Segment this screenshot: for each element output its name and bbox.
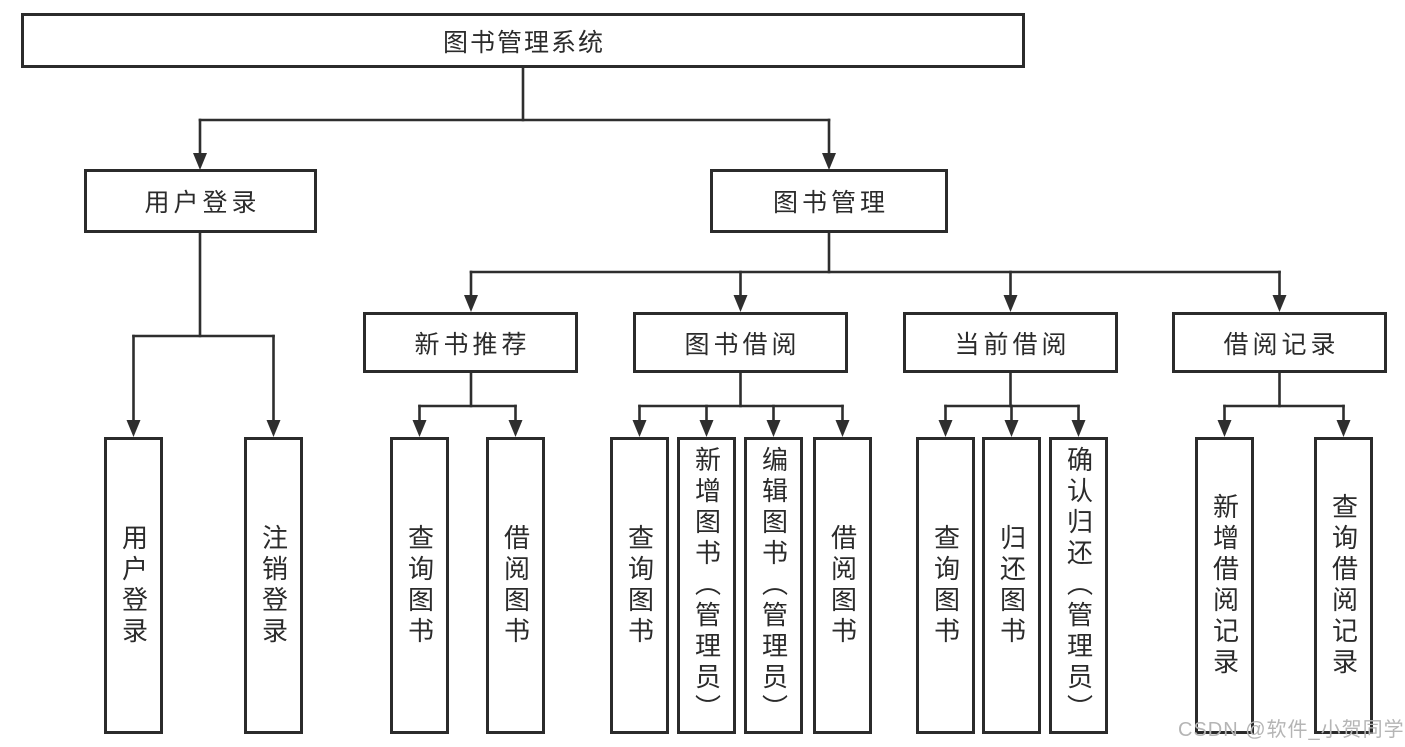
edge-arrowhead xyxy=(126,420,141,437)
edge-arrowhead xyxy=(508,420,523,437)
edge-arrowhead xyxy=(266,420,281,437)
leaf-add-book-admin: 新增图书（管理员） xyxy=(677,437,736,734)
node-label: 当前借阅 xyxy=(954,330,1071,359)
node-label: 图书管理 xyxy=(772,189,889,217)
edge-arrowhead xyxy=(1272,295,1287,312)
leaf-edit-book-admin: 编辑图书（管理员） xyxy=(744,437,803,734)
leaf-logout: 注销登录 xyxy=(244,437,303,734)
edge-arrowhead xyxy=(632,420,647,437)
edge-arrowhead xyxy=(1004,420,1019,437)
leaf-borrow-book-recommend: 借阅图书 xyxy=(486,437,545,734)
node-label: 注销登录 xyxy=(258,523,289,648)
edge-arrowhead xyxy=(193,153,207,170)
node-label: 借阅记录 xyxy=(1223,330,1340,359)
node-label: 图书管理系统 xyxy=(442,28,605,57)
edge-arrowhead xyxy=(938,420,953,437)
node-label: 查询图书 xyxy=(404,523,435,648)
leaf-query-book-current: 查询图书 xyxy=(916,437,975,734)
node-book-borrowing: 图书借阅 xyxy=(633,312,848,373)
node-root: 图书管理系统 xyxy=(21,13,1025,68)
leaf-query-book-recommend: 查询图书 xyxy=(390,437,449,734)
node-book-management: 图书管理 xyxy=(710,169,948,233)
node-user-login: 用户登录 xyxy=(84,169,317,233)
node-new-book-recommend: 新书推荐 xyxy=(363,312,578,373)
node-label: 查询图书 xyxy=(624,523,655,648)
leaf-query-borrow-record: 查询借阅记录 xyxy=(1314,437,1373,734)
leaf-add-borrow-record: 新增借阅记录 xyxy=(1195,437,1254,734)
edge-arrowhead xyxy=(1003,295,1018,312)
node-label: 用户登录 xyxy=(118,523,149,648)
edge-arrowhead xyxy=(412,420,427,437)
node-label: 用户登录 xyxy=(144,189,261,217)
edge-arrowhead xyxy=(733,295,748,312)
edge-arrowhead xyxy=(1071,420,1086,437)
edge-arrowhead xyxy=(1336,420,1351,437)
node-borrowing-records: 借阅记录 xyxy=(1172,312,1387,373)
leaf-user-login: 用户登录 xyxy=(104,437,163,734)
leaf-confirm-return-admin: 确认归还（管理员） xyxy=(1049,437,1108,734)
edge-arrowhead xyxy=(699,420,714,437)
edge-arrowhead xyxy=(1217,420,1232,437)
csdn-watermark: CSDN @软件_小贺同学 xyxy=(1178,719,1405,741)
edge-arrowhead xyxy=(464,295,478,312)
node-label: 新书推荐 xyxy=(414,330,531,359)
node-current-borrowing: 当前借阅 xyxy=(903,312,1118,373)
node-label: 新增借阅记录 xyxy=(1209,492,1240,679)
edge-arrowhead xyxy=(835,420,850,437)
node-label: 编辑图书（管理员） xyxy=(758,446,789,725)
edge-arrowhead xyxy=(766,420,781,437)
node-label: 确认归还（管理员） xyxy=(1063,446,1094,725)
edge-arrowhead xyxy=(822,153,836,170)
node-label: 查询图书 xyxy=(930,523,961,648)
node-label: 借阅图书 xyxy=(500,523,531,648)
node-label: 图书借阅 xyxy=(684,330,801,359)
node-label: 借阅图书 xyxy=(827,523,858,648)
leaf-query-book-borrowing: 查询图书 xyxy=(610,437,669,734)
leaf-borrow-book-borrowing: 借阅图书 xyxy=(813,437,872,734)
node-label: 新增图书（管理员） xyxy=(691,446,722,725)
node-label: 归还图书 xyxy=(996,523,1027,648)
leaf-return-book: 归还图书 xyxy=(982,437,1041,734)
node-label: 查询借阅记录 xyxy=(1328,492,1359,679)
